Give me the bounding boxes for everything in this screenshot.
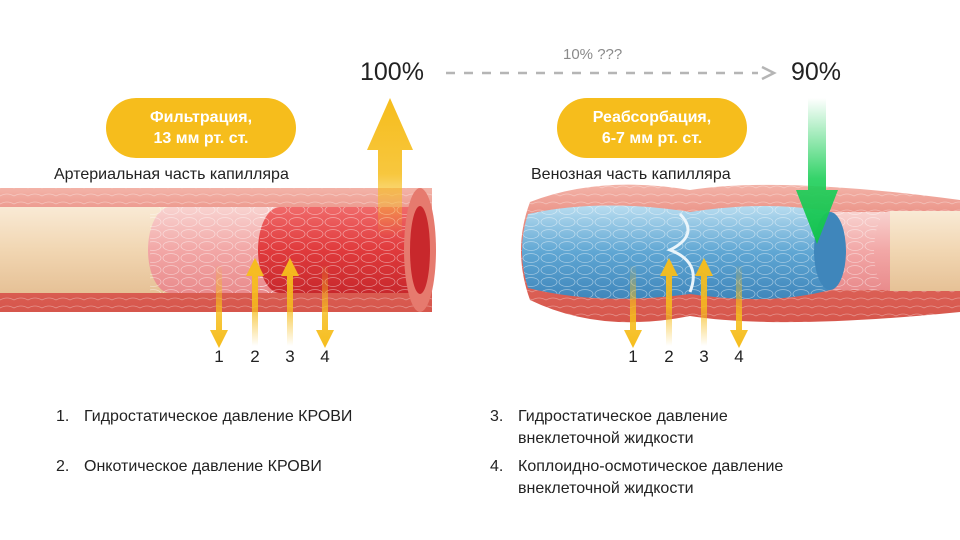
arterial-force-arrows — [210, 258, 334, 348]
reabsorption-badge: Реабсорбация, 6-7 мм рт. ст. — [557, 98, 747, 158]
filtration-arrow — [367, 98, 413, 236]
venous-cell-gap — [666, 212, 695, 293]
legend-number: 1. — [56, 408, 70, 425]
reabsorption-arrow — [796, 98, 838, 244]
arterial-arrow-label-3: 3 — [285, 347, 295, 366]
reabsorption-pressure: 6-7 мм рт. ст. — [601, 130, 703, 147]
legend-item-2: 2. Онкотическое давление КРОВИ — [56, 456, 456, 478]
arterial-arrow-2-up — [246, 258, 264, 346]
arterial-arrow-label-1: 1 — [214, 347, 224, 366]
arterial-cut-lumen — [410, 206, 430, 294]
arterial-capillary — [0, 188, 436, 312]
start-percent: 100% — [360, 58, 424, 86]
venous-arrow-3-up — [695, 258, 713, 346]
filtration-pressure: 13 мм рт. ст. — [153, 130, 249, 147]
venous-arrow-4-down — [730, 266, 748, 348]
reabsorption-title: Реабсорбация, — [592, 109, 712, 126]
legend-number: 4. — [490, 458, 504, 475]
loss-note: 10% ??? — [563, 46, 623, 63]
venous-arrow-1-down — [624, 266, 642, 348]
arterial-arrow-label-4: 4 — [320, 347, 330, 366]
venous-lumen-end — [814, 212, 846, 290]
arterial-arrow-3-up — [281, 258, 299, 346]
venous-arrow-label-3: 3 — [699, 347, 709, 366]
end-percent: 90% — [791, 58, 842, 86]
filtration-badge: Фильтрация, 13 мм рт. ст. — [106, 98, 296, 158]
arterial-caption: Артериальная часть капилляра — [54, 166, 289, 183]
legend-text: Гидростатическое давление внеклеточной ж… — [518, 408, 728, 447]
venous-force-arrows — [624, 258, 748, 348]
arterial-arrow-label-2: 2 — [250, 347, 260, 366]
venous-caption: Венозная часть капилляра — [531, 166, 731, 183]
legend-text: Гидростатическое давление КРОВИ — [84, 408, 353, 425]
legend-item-3: 3. Гидростатическое давление внеклеточно… — [490, 406, 790, 450]
legend-item-1: 1. Гидростатическое давление КРОВИ — [56, 406, 456, 428]
venous-basement-layer — [890, 211, 960, 291]
venous-arrow-2-up — [660, 258, 678, 346]
venous-arrow-label-2: 2 — [664, 347, 674, 366]
legend-text: Онкотическое давление КРОВИ — [84, 458, 322, 475]
legend-item-4: 4. Коплоидно-осмотическое давление внекл… — [490, 456, 890, 500]
arterial-basement-layer — [0, 207, 170, 293]
arterial-arrow-1-down — [210, 266, 228, 348]
filtration-title: Фильтрация, — [149, 109, 253, 126]
legend-text: Коплоидно-осмотическое давление внеклето… — [518, 458, 784, 497]
arterial-arrow-4-down — [316, 266, 334, 348]
venous-arrow-label-4: 4 — [734, 347, 744, 366]
legend-number: 3. — [490, 408, 504, 425]
flow-arrowhead — [761, 65, 777, 81]
legend-number: 2. — [56, 458, 70, 475]
venous-arrow-label-1: 1 — [628, 347, 638, 366]
